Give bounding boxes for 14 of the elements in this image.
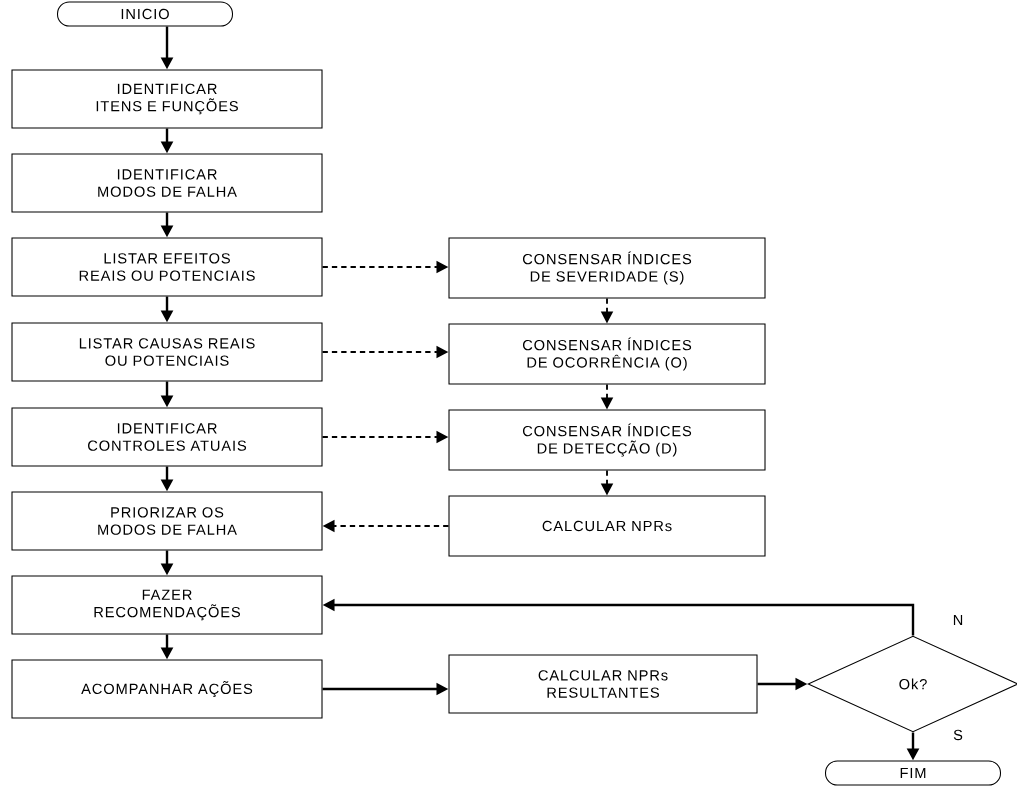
process-box: FAZER RECOMENDAÇÕES (11, 575, 323, 635)
edge-label: N (951, 613, 965, 627)
process-box: LISTAR EFEITOS REAIS OU POTENCIAIS (11, 237, 323, 297)
process-box: IDENTIFICAR ITENS E FUNÇÕES (11, 69, 323, 129)
process-box: PRIORIZAR OS MODOS DE FALHA (11, 491, 323, 551)
process-box: ACOMPANHAR AÇÕES (11, 659, 323, 719)
process-box: CONSENSAR ÍNDICES DE OCORRÊNCIA (O) (448, 323, 766, 385)
process-box: IDENTIFICAR MODOS DE FALHA (11, 153, 323, 213)
process-box: LISTAR CAUSAS REAIS OU POTENCIAIS (11, 322, 323, 382)
process-box: CALCULAR NPRs RESULTANTES (448, 654, 758, 714)
process-box: CONSENSAR ÍNDICES DE SEVERIDADE (S) (448, 237, 766, 299)
process-box: CALCULAR NPRs (448, 495, 766, 557)
process-box: CONSENSAR ÍNDICES DE DETECÇÃO (D) (448, 409, 766, 471)
process-box: IDENTIFICAR CONTROLES ATUAIS (11, 407, 323, 467)
